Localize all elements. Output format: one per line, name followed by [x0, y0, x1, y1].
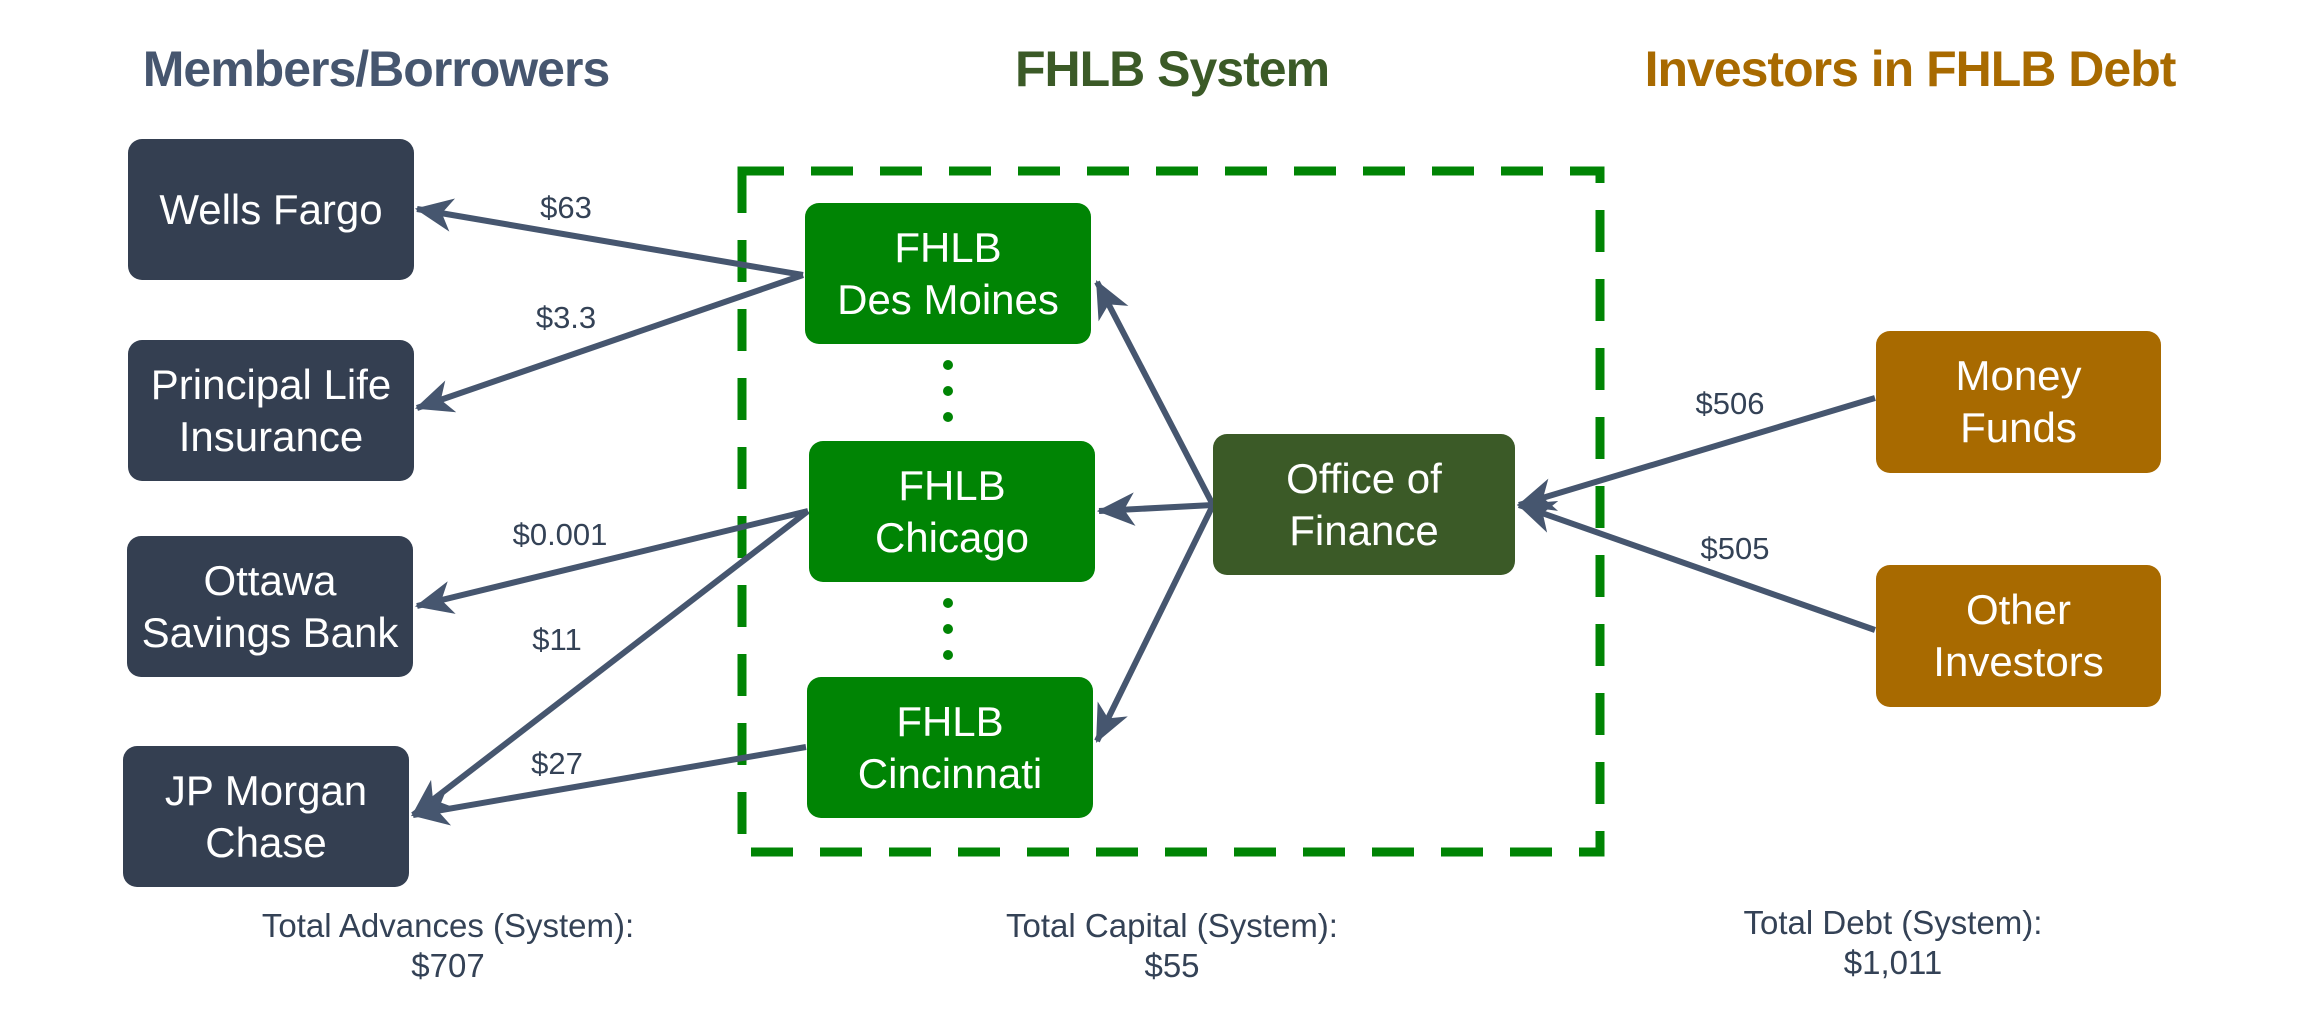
total-debt-label: Total Debt (System): [1743, 904, 2043, 941]
total-advances: Total Advances (System): $707 [262, 906, 634, 986]
node-label: Savings Bank [141, 608, 399, 656]
node-money-funds[interactable]: Money Funds [1876, 331, 2161, 473]
node-label: Chicago [874, 513, 1030, 561]
node-fhlb-des-moines[interactable]: FHLB Des Moines [805, 203, 1091, 344]
flow-arrows [410, 198, 1876, 826]
node-fhlb-cincinnati[interactable]: FHLB Cincinnati [807, 677, 1093, 818]
flow-arrow-chicago-to-jp-morgan [411, 508, 810, 818]
node-label: Wells Fargo [159, 185, 383, 233]
flow-arrow-office-of-finance-to-des-moines [1094, 280, 1216, 507]
flow-label-jpm-chicago: $11 [532, 622, 582, 657]
node-office-of-finance[interactable]: Office of Finance [1213, 434, 1515, 575]
ellipsis-dot [943, 412, 953, 422]
node-label: FHLB [898, 461, 1006, 509]
node-label: Funds [1960, 404, 2077, 451]
flow-label-money-funds: $506 [1695, 386, 1765, 421]
node-jp-morgan-chase[interactable]: JP Morgan Chase [123, 746, 409, 887]
flow-label-other-investors: $505 [1700, 531, 1770, 566]
flow-arrow-money-funds-to-office-of-finance [1516, 395, 1876, 511]
total-debt-value: $1,011 [1843, 944, 1943, 981]
node-other-investors[interactable]: Other Investors [1876, 565, 2161, 707]
heading-investors: Investors in FHLB Debt [1644, 41, 2177, 97]
ellipsis-dot [943, 598, 953, 608]
flow-label-wells-fargo: $63 [540, 190, 592, 225]
node-label: Ottawa [203, 556, 337, 604]
node-label: Cincinnati [857, 749, 1043, 797]
node-label: Chase [205, 818, 327, 866]
flow-arrow-office-of-finance-to-chicago [1096, 492, 1214, 526]
flow-arrow-office-of-finance-to-cincinnati [1094, 503, 1216, 743]
fhlb-system-dashed-border [737, 166, 1605, 857]
node-fhlb-chicago[interactable]: FHLB Chicago [809, 441, 1095, 582]
node-principal-life-insurance[interactable]: Principal Life Insurance [128, 340, 414, 481]
node-ottawa-savings-bank[interactable]: Ottawa Savings Bank [127, 536, 413, 677]
node-label: Insurance [178, 412, 364, 460]
flow-arrow-des-moines-to-principal-life [415, 272, 804, 413]
flow-label-jpm-cincinnati: $27 [531, 746, 583, 781]
flow-arrow-other-investors-to-office-of-finance [1517, 500, 1876, 633]
node-label: Finance [1289, 506, 1439, 554]
heading-members-borrowers: Members/Borrowers [142, 41, 610, 97]
ellipsis-dot [943, 650, 953, 660]
node-label: Investors [1933, 638, 2104, 685]
flow-arrow-des-moines-to-wells-fargo [414, 198, 804, 278]
node-label: Other [1965, 586, 2072, 633]
total-capital: Total Capital (System): $55 [1006, 906, 1338, 986]
ellipsis-dot [943, 386, 953, 396]
node-label: Principal Life [150, 360, 392, 408]
total-advances-label: Total Advances (System): [261, 907, 635, 944]
node-label: Des Moines [837, 275, 1059, 323]
flow-arrow-cincinnati-to-jp-morgan [410, 744, 807, 826]
node-label: JP Morgan [164, 766, 368, 814]
node-label: Office of [1286, 454, 1442, 502]
flow-label-ottawa: $0.001 [512, 517, 608, 552]
ellipsis-dot [943, 360, 953, 370]
node-label: FHLB [894, 223, 1002, 271]
node-label: Money [1955, 352, 2082, 399]
total-debt: Total Debt (System): $1,011 [1744, 903, 2043, 983]
total-advances-value: $707 [411, 947, 485, 984]
flow-arrow-chicago-to-ottawa-savings [414, 508, 809, 614]
total-capital-label: Total Capital (System): [1006, 907, 1338, 944]
total-capital-value: $55 [1144, 947, 1200, 984]
flow-label-principal-life: $3.3 [535, 300, 597, 335]
heading-fhlb-system: FHLB System [1014, 41, 1330, 97]
ellipsis-dot [943, 624, 953, 634]
node-wells-fargo[interactable]: Wells Fargo [128, 139, 414, 280]
node-label: FHLB [896, 697, 1004, 745]
